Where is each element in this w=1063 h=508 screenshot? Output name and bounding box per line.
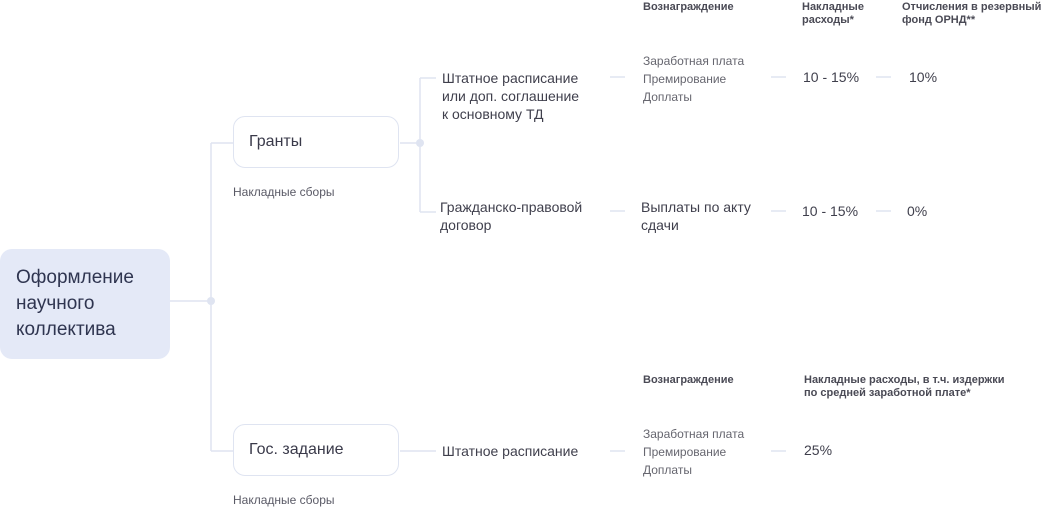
grants-staff-label: Штатное расписание или доп. соглашение к… [442,70,580,122]
list-item: Доплаты [643,90,692,104]
list-item: Премирование [643,72,727,86]
gov-node: Гос. задание [233,424,399,476]
list-item: Премирование [643,445,727,459]
grants-staff-items: Заработная плата Премирование Доплаты [643,52,744,106]
grants-civil-label: Гражданско-правовой договор [440,199,583,233]
grants-header-overhead: Накладные расходы* [802,1,864,26]
grants-civil-overhead: 10 - 15% [802,203,859,219]
grants-header-reward: Вознаграждение [643,1,734,13]
list-item: Заработная плата [643,427,745,441]
gov-staff-overhead: 25% [804,442,833,458]
gov-header-overhead: Накладные расходы, в т.ч. издержки по ср… [804,374,1005,399]
root-node-title: Оформление научного коллектива [0,249,170,359]
grants-civil-payment: Выплаты по акту сдачи [641,199,751,233]
list-item: Доплаты [643,463,692,477]
list-item: Заработная плата [643,54,745,68]
grants-header-reserve: Отчисления в резервный фонд ОРНД** [902,1,1042,26]
grants-civil-reserve: 0% [907,203,928,219]
gov-staff-items: Заработная плата Премирование Доплаты [643,425,744,479]
gov-caption: Накладные сборы [233,493,335,507]
grants-staff-overhead: 10 - 15% [803,69,860,85]
grants-staff-reserve: 10% [909,69,938,85]
gov-header-reward: Вознаграждение [643,374,734,386]
grants-caption: Накладные сборы [233,185,335,199]
grants-node: Гранты [233,116,399,168]
gov-staff-label: Штатное расписание [442,443,579,459]
